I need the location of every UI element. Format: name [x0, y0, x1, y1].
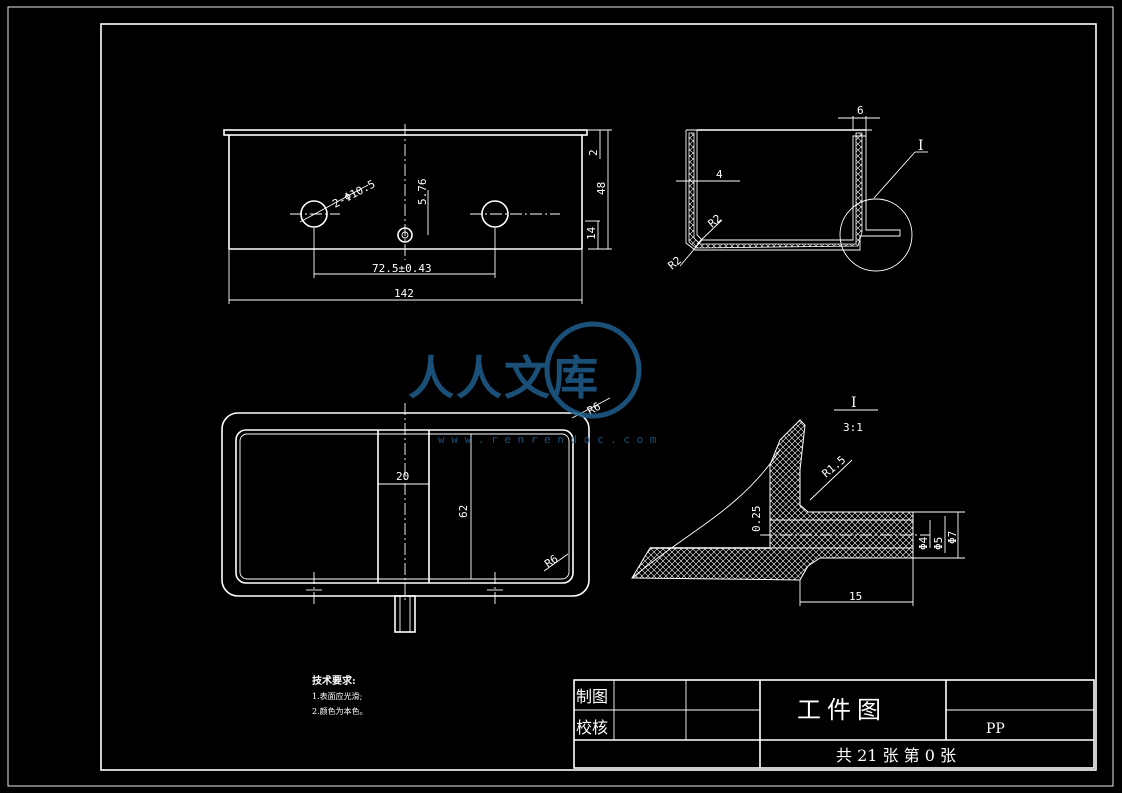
watermark: 人人文库 w w w . r e n r e n d o c . c o m: [408, 321, 657, 446]
dim-r2-inner: R2: [706, 212, 725, 230]
detail-circle-i: [839, 198, 913, 272]
dim-d4: Φ4: [917, 536, 930, 550]
drain-hole: [397, 227, 413, 243]
dim-pitch: 72.5±0.43: [372, 262, 432, 275]
detail-label-i: I: [851, 395, 857, 411]
dim-d5: Φ5: [932, 537, 945, 550]
dim-14: 14: [585, 226, 598, 240]
dim-5-76: 5.76: [416, 179, 429, 206]
dim-width-142: 142: [394, 287, 414, 300]
dim-0-25: 0.25: [750, 506, 763, 533]
dim-d7: Φ7: [946, 531, 959, 544]
sheet-border-outer: [7, 6, 1114, 787]
dim-48: 48: [595, 182, 608, 195]
dim-2: 2: [587, 149, 600, 156]
dim-r6-bottom: R6: [542, 552, 560, 570]
top-view: [221, 397, 611, 633]
dim-r2-outer: R2: [666, 254, 685, 272]
front-view: [223, 124, 612, 304]
detail-mark-i: I: [918, 138, 924, 154]
tech-req-heading: 技术要求:: [312, 674, 356, 687]
title-row-jiaohe: 校核: [576, 718, 608, 737]
side-section-view: [676, 116, 928, 272]
dim-r6-top: R6: [585, 400, 603, 418]
detail-scale: 3:1: [843, 421, 863, 434]
detail-view: [631, 409, 965, 606]
dim-6: 6: [857, 104, 864, 117]
dim-holes: 2-Φ10.5: [330, 177, 377, 210]
title-row-zhitu: 制图: [576, 687, 608, 706]
dim-r1-5: R1.5: [820, 453, 849, 480]
dim-62: 62: [457, 505, 470, 518]
tech-req-item-1: 1.表面应光滑;: [312, 691, 362, 701]
sheet-count: 共 21 张 第 0 张: [836, 746, 956, 765]
drawing-name: 工件图: [797, 696, 887, 724]
title-block: [573, 679, 1095, 769]
dim-4: 4: [716, 168, 723, 181]
tech-req-item-2: 2.颜色为本色。: [312, 706, 368, 716]
material: PP: [986, 721, 1005, 737]
drain-spout: [394, 595, 416, 633]
dim-15: 15: [849, 590, 862, 603]
sheet-border-inner: [100, 23, 1097, 771]
dim-20: 20: [396, 470, 409, 483]
watermark-brand: 人人文库: [408, 351, 600, 405]
watermark-url: w w w . r e n r e n d o c . c o m: [438, 433, 657, 446]
